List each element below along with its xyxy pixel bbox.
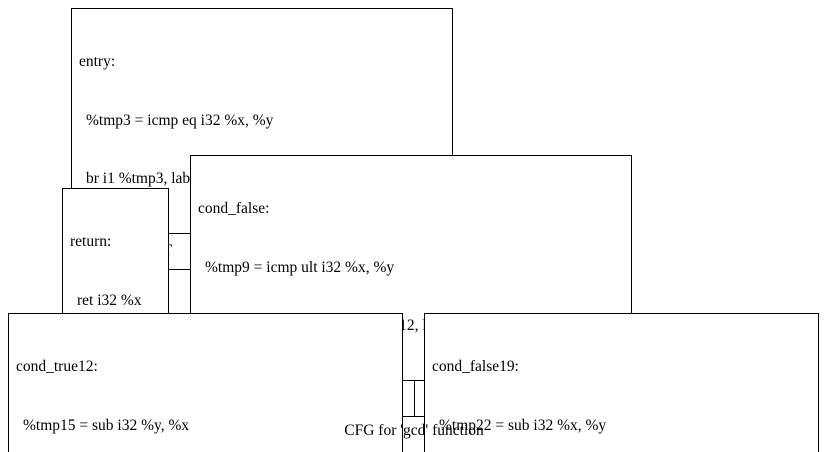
cfg-node-cond-false19-body: cond_false19: %tmp22 = sub i32 %x, %y %t…: [425, 314, 818, 452]
cfg-node-entry-instruction-0: %tmp3 = icmp eq i32 %x, %y: [86, 111, 274, 129]
cfg-node-return-instruction-0: ret i32 %x: [77, 291, 142, 309]
cfg-caption: CFG for 'gcd' function: [344, 422, 484, 439]
cfg-node-cond-true12-body: cond_true12: %tmp15 = sub i32 %y, %x %tm…: [9, 314, 402, 452]
cfg-node-cond-false-label: cond_false:: [198, 200, 270, 217]
cfg-node-cond-false19-instruction-0: %tmp22 = sub i32 %x, %y: [439, 416, 607, 434]
cfg-node-cond-true12[interactable]: cond_true12: %tmp15 = sub i32 %y, %x %tm…: [8, 313, 403, 452]
cfg-node-return-body: return: ret i32 %x: [63, 189, 168, 354]
cfg-node-cond-true12-instruction-0: %tmp15 = sub i32 %y, %x: [23, 416, 190, 434]
cfg-node-entry-label: entry:: [79, 53, 116, 70]
cfg-node-cond-false-instruction-0: %tmp9 = icmp ult i32 %x, %y: [205, 258, 395, 276]
cfg-node-cond-false19[interactable]: cond_false19: %tmp22 = sub i32 %x, %y %t…: [424, 313, 819, 452]
cfg-node-return-label: return:: [70, 233, 112, 250]
cfg-node-cond-true12-label: cond_true12:: [16, 358, 98, 375]
cfg-node-cond-false19-label: cond_false19:: [432, 358, 519, 375]
